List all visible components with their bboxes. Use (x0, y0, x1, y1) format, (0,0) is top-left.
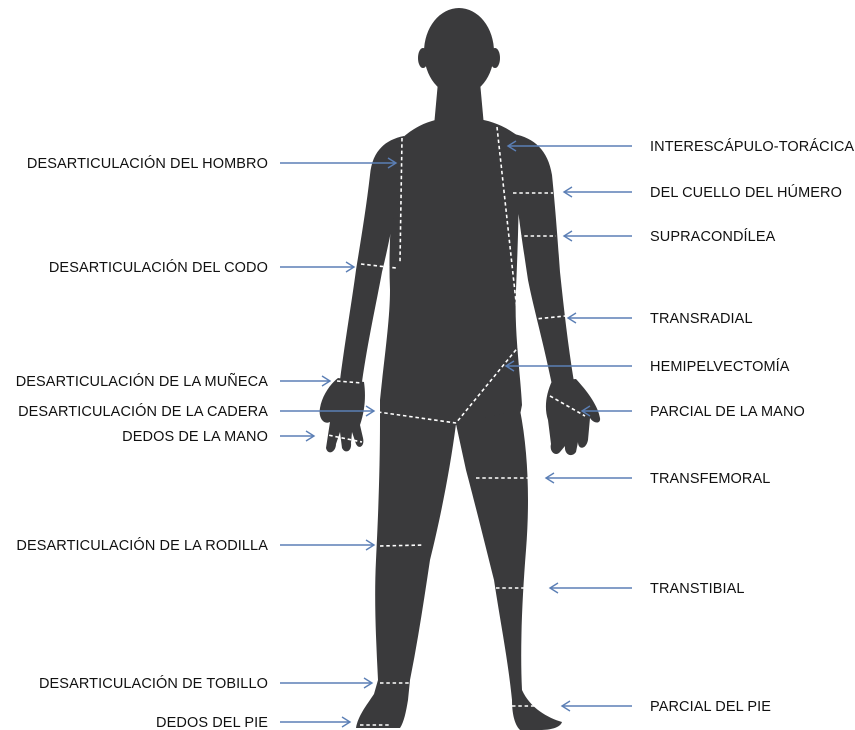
right-arm (514, 134, 574, 385)
label-partial-hand: PARCIAL DE LA MANO (650, 404, 805, 420)
right-leg (456, 410, 562, 730)
label-transtibial: TRANSTIBIAL (650, 581, 745, 597)
label-knee-disarticulation: DESARTICULACIÓN DE LA RODILLA (16, 537, 268, 554)
label-wrist-disarticulation: DESARTICULACIÓN DE LA MUÑECA (16, 373, 269, 390)
right-labels: INTERESCÁPULO-TORÁCICA DEL CUELLO DEL HÚ… (650, 138, 854, 715)
label-ankle-disarticulation: DESARTICULACIÓN DE TOBILLO (39, 675, 268, 692)
left-hand (320, 378, 365, 452)
label-interscapulothoracic: INTERESCÁPULO-TORÁCICA (650, 138, 854, 155)
label-hemipelvectomy: HEMIPELVECTOMÍA (650, 358, 790, 375)
label-elbow-disarticulation: DESARTICULACIÓN DEL CODO (49, 259, 268, 276)
label-partial-foot: PARCIAL DEL PIE (650, 699, 771, 715)
right-hand (546, 379, 600, 455)
label-transradial: TRANSRADIAL (650, 311, 753, 327)
label-fingers: DEDOS DE LA MANO (122, 429, 268, 445)
human-silhouette (320, 8, 600, 730)
label-supracondylar: SUPRACONDÍLEA (650, 228, 776, 245)
left-ear (418, 48, 428, 68)
left-labels: DESARTICULACIÓN DEL HOMBRO DESARTICULACI… (16, 155, 269, 730)
right-ear (490, 48, 500, 68)
label-shoulder-disarticulation: DESARTICULACIÓN DEL HOMBRO (27, 155, 268, 172)
label-hip-disarticulation: DESARTICULACIÓN DE LA CADERA (18, 403, 268, 420)
label-humeral-neck: DEL CUELLO DEL HÚMERO (650, 184, 842, 201)
label-toes: DEDOS DEL PIE (156, 715, 268, 730)
label-transfemoral: TRANSFEMORAL (650, 471, 770, 487)
